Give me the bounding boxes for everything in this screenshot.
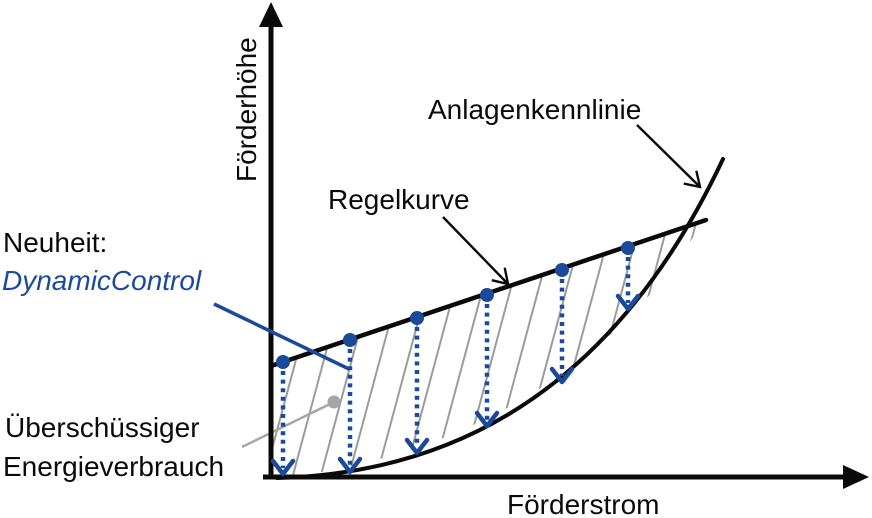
system-curve-label: Anlagenkennlinie — [428, 94, 641, 125]
control-point-dot — [555, 263, 569, 277]
control-point-dot — [410, 311, 424, 325]
control-point-dot — [480, 288, 494, 302]
system-curve — [275, 157, 725, 480]
control-point-dot — [343, 333, 357, 347]
excess-energy-label-line1: Überschüssiger — [5, 412, 200, 443]
energy-saving-arrow-head — [404, 437, 430, 456]
y-axis-arrowhead — [259, 2, 283, 27]
control-curve-label: Regelkurve — [328, 184, 470, 215]
novelty-label-line1: Neuheit: — [3, 227, 107, 258]
excess-energy-pointer-dot — [327, 395, 341, 409]
x-axis-label: Förderstrom — [507, 489, 659, 518]
novelty-pointer-line — [213, 302, 350, 371]
control-curve-pointer-arrow — [442, 216, 510, 286]
energy-saving-arrow-head — [615, 293, 641, 312]
energy-saving-arrow-head — [337, 456, 363, 475]
excess-energy-pointer-line — [241, 400, 335, 449]
energy-saving-arrow-head — [474, 410, 500, 429]
dynamic-control-arrows — [270, 241, 641, 477]
energy-saving-arrow-head — [270, 458, 296, 477]
novelty-label-line2: DynamicControl — [2, 265, 202, 296]
control-point-dot — [276, 355, 290, 369]
control-point-dot — [621, 241, 635, 255]
energy-saving-arrow-head — [549, 366, 575, 385]
x-axis-arrowhead — [843, 465, 869, 489]
system-curve-pointer-arrow — [636, 124, 702, 189]
excess-energy-label-line2: Energieverbrauch — [3, 451, 224, 482]
y-axis-label: Förderhöhe — [231, 37, 262, 182]
